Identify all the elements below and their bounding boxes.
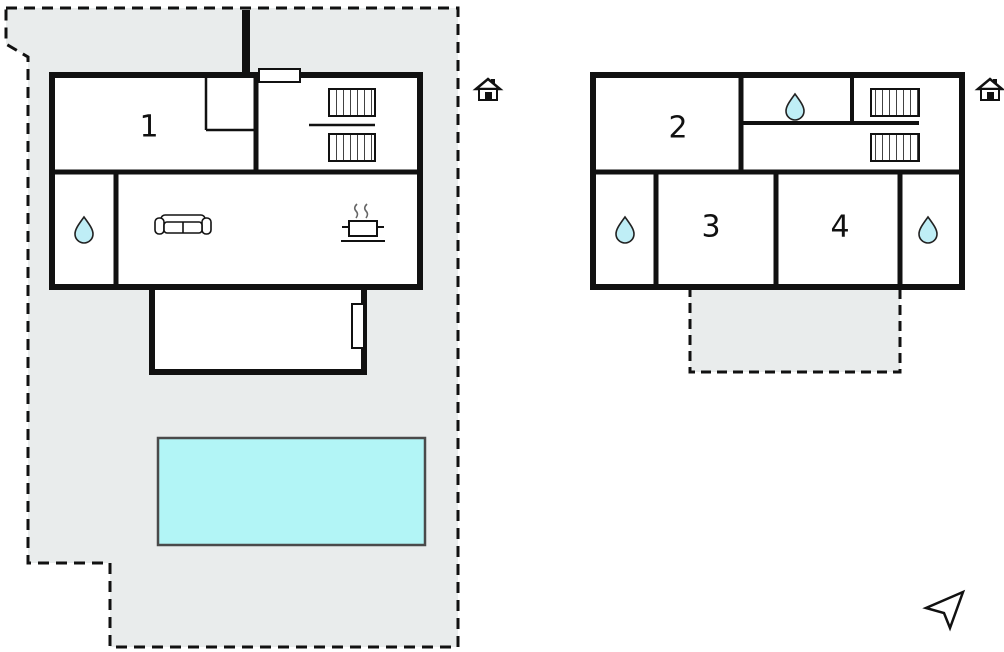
building-right bbox=[590, 72, 965, 290]
water-drop-icon bbox=[615, 215, 635, 244]
extension-door bbox=[351, 303, 365, 349]
stove-icon bbox=[341, 203, 385, 242]
terrace bbox=[688, 287, 902, 374]
room-4-label: 4 bbox=[830, 209, 850, 245]
house-icon bbox=[974, 77, 1004, 101]
room-1-label: 1 bbox=[139, 109, 159, 145]
north-arrow-icon bbox=[922, 589, 966, 632]
water-drop-icon bbox=[74, 215, 94, 244]
extension-room bbox=[149, 284, 367, 375]
sofa-icon bbox=[154, 214, 212, 235]
steam bbox=[353, 203, 359, 219]
water-drop-icon bbox=[785, 92, 805, 121]
chimney bbox=[242, 10, 250, 80]
room-3-label: 3 bbox=[701, 209, 721, 245]
house-icon bbox=[472, 77, 504, 101]
water-drop-icon bbox=[918, 215, 938, 244]
room-2-label: 2 bbox=[668, 110, 688, 146]
stairs-icon bbox=[309, 88, 376, 162]
steam bbox=[363, 203, 369, 219]
pool bbox=[156, 436, 427, 547]
stairs-icon bbox=[870, 88, 920, 162]
building-left bbox=[49, 68, 423, 375]
entrance-door bbox=[258, 68, 301, 83]
